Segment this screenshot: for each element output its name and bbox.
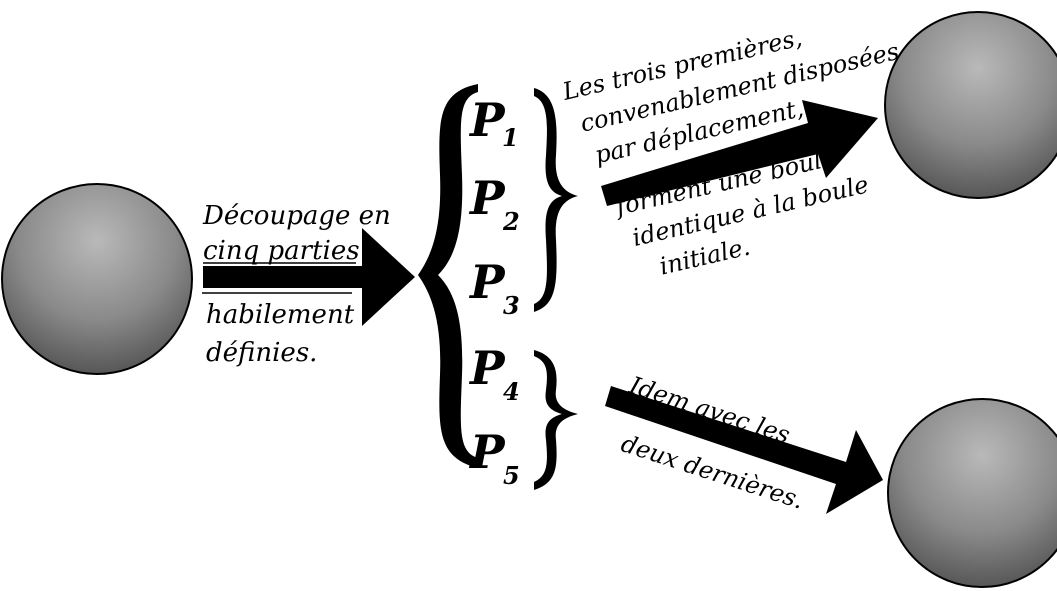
- left-caption-line-4: définies.: [206, 338, 317, 368]
- bottom-arrow: [605, 386, 883, 514]
- part-p1-index: 1: [502, 123, 519, 152]
- part-p1-letter: P: [468, 93, 506, 147]
- part-p4-index: 4: [503, 377, 520, 406]
- part-p4-letter: P: [468, 341, 506, 395]
- part-p2-letter: P: [468, 171, 506, 225]
- part-p3-index: 3: [503, 291, 520, 320]
- brace-p4-p5: [534, 350, 578, 490]
- part-p4: P 4: [468, 341, 520, 406]
- part-p2: P 2: [468, 171, 520, 236]
- part-p1: P 1: [468, 93, 519, 152]
- part-p3-letter: P: [468, 255, 506, 309]
- result-sphere-bottom: [887, 398, 1057, 588]
- part-p2-index: 2: [502, 207, 520, 236]
- left-caption-line-1: Découpage en: [202, 201, 391, 231]
- part-p5: P 5: [468, 425, 520, 490]
- cut-arrow: [203, 228, 415, 326]
- source-sphere: [1, 183, 193, 375]
- top-arrow: [601, 100, 878, 206]
- part-p5-letter: P: [468, 425, 506, 479]
- part-p5-index: 5: [503, 461, 520, 490]
- left-brace: [418, 84, 478, 468]
- part-p3: P 3: [468, 255, 520, 320]
- brace-p1-p3: [534, 88, 578, 312]
- left-caption-line-3: habilement: [206, 300, 355, 330]
- left-caption-line-2: cinq parties: [203, 236, 360, 266]
- result-sphere-top: [884, 11, 1057, 199]
